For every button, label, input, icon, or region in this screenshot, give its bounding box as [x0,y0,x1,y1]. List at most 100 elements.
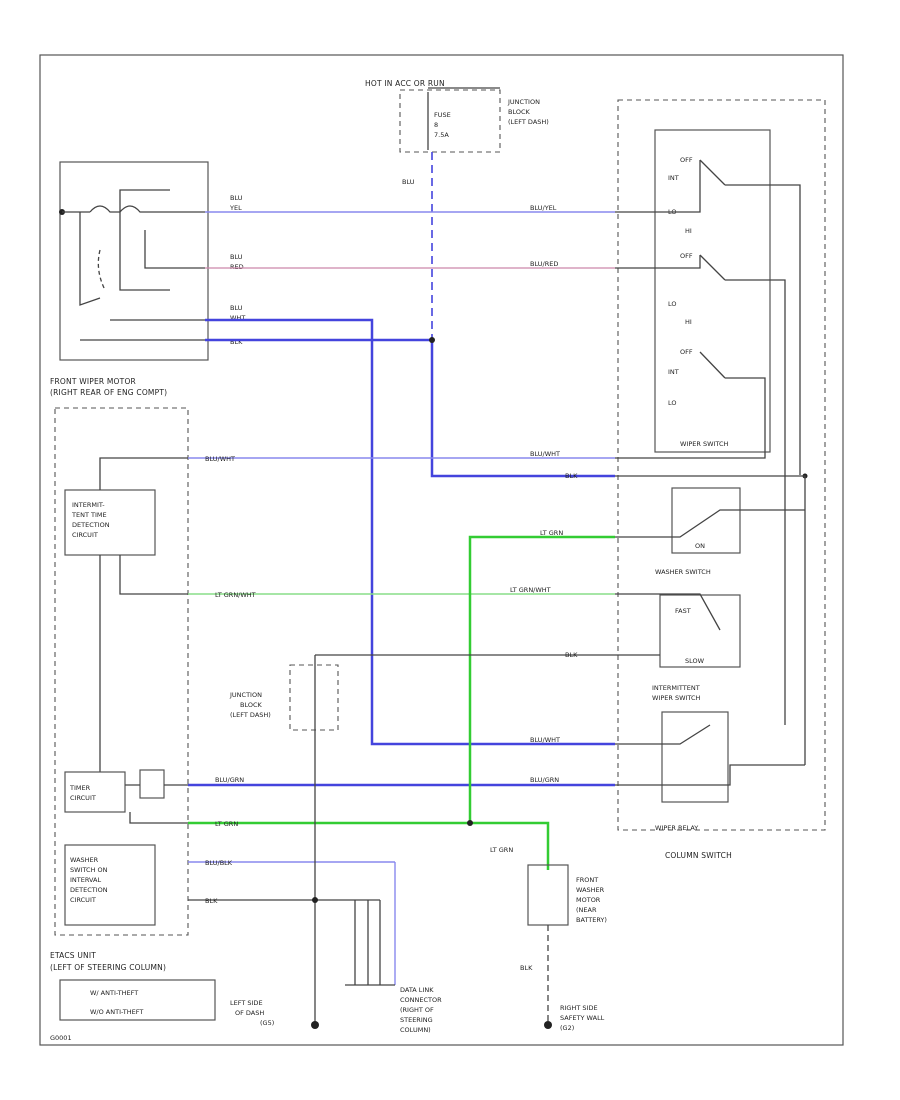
motor-wire-2: YEL [229,204,242,212]
etacs-label-1: ETACS UNIT [50,951,96,960]
jb-top-line3: (LEFT DASH) [508,118,549,126]
wire-blu-wht-right-label: BLU/WHT [530,450,560,458]
pos-int-1: INT [668,174,679,182]
washer-motor-wire: LT GRN [490,846,513,854]
dlc-5: COLUMN) [400,1026,431,1034]
wire-blk-mid-label: BLK [565,651,578,659]
wire-blu-grn-label: BLU/GRN [215,776,244,784]
motor-wire-6: WHT [230,314,245,322]
ground-right-3: (G2) [560,1024,574,1032]
int-sw-label-2: WIPER SWITCH [652,694,701,702]
column-switch-box [617,99,826,831]
dlc-1: DATA LINK [400,986,434,994]
pos-off-1: OFF [680,156,693,164]
ground-left-2: OF DASH [235,1009,264,1017]
fuse-num: 8 [434,121,438,129]
motor-wire-3: BLU [230,253,243,261]
ground-right-2: SAFETY WALL [560,1014,605,1022]
jb-mid-2: BLOCK [240,701,263,709]
wire-blu-wht-lower-label: BLU/WHT [530,736,560,744]
wire-blu-grn-label-r: BLU/GRN [530,776,559,784]
wire-blu-wht-main [205,318,615,746]
wire-lt-grn-label-r: LT GRN [540,529,563,537]
junction-block-top [399,89,501,153]
etacs-wires-2 [125,784,188,824]
motor-wire-1: BLU [230,194,243,202]
pos-hi-2: HI [685,318,692,326]
wire-blu-blk-label: BLU/BLK [205,859,233,867]
wire-blu-main [205,338,615,478]
washer-switch-label: WASHER SWITCH [655,568,711,576]
wire-lt-grn-label: LT GRN [215,820,238,828]
wiper-relay-box [661,711,729,803]
wire-lt-grn-main [188,535,615,825]
wsh-circ-5: CIRCUIT [70,896,96,904]
footer-code: G0001 [50,1034,72,1042]
ground-left-3: (G5) [260,1019,274,1027]
wm-1: FRONT [576,876,598,884]
int-slow: SLOW [685,657,705,665]
wire-blk-etacs-label: BLK [205,897,218,905]
ground-left [311,1021,319,1029]
ground-right-1: RIGHT SIDE [560,1004,598,1012]
washer-blk: BLK [520,964,533,972]
fuse-amp: 7.5A [434,131,449,139]
wiper-switch-label: WIPER SWITCH [680,440,729,448]
wire-etacs-blu-wht-label: BLU/WHT [205,455,235,463]
motor-internal-2 [119,212,205,291]
int-circ-4: CIRCUIT [72,531,98,539]
pos-lo-2: LO [668,300,677,308]
wm-4: (NEAR [576,906,597,914]
timer-circuit-box [64,771,126,813]
wsh-circ-4: DETECTION [70,886,108,894]
splice-1 [429,337,435,343]
motor-label-1: FRONT WIPER MOTOR [50,377,136,386]
wm-5: BATTERY) [576,916,607,924]
column-switch-label: COLUMN SWITCH [665,851,732,860]
pos-int-3: INT [668,368,679,376]
dlc-3: (RIGHT OF [400,1006,434,1014]
motor-wire-7: BLK [230,338,243,346]
diagram-frame [39,54,844,1046]
jb-top-line1: JUNCTION [507,98,540,106]
intermittent-circuit-box [64,489,156,556]
wire-blu-yel-label: BLU/YEL [530,204,557,212]
jb-mid-1: JUNCTION [229,691,262,699]
washer-motor-box [527,864,569,926]
jb-top-line2: BLOCK [508,108,531,116]
wire-blk-mid [314,654,615,1025]
motor-wire-4: RED [230,263,244,271]
ground-right [544,1021,552,1029]
wire-blk-right-label: BLK [565,472,578,480]
legend-2: W/O ANTI-THEFT [90,1008,143,1016]
wire-lt-grn-motor [470,821,550,870]
int-circ-3: DETECTION [72,521,110,529]
pos-hi-1: HI [685,227,692,235]
wire-lt-grn-wht-label-r: LT GRN/WHT [510,586,551,594]
wiper-switch-feed [615,160,701,269]
top-wire-color: BLU [402,178,415,186]
dlc-2: CONNECTOR [400,996,442,1004]
wsh-circ-1: WASHER [70,856,99,864]
washer-circuit-box [64,844,156,926]
pos-off-2: OFF [680,252,693,260]
splice-2 [467,820,473,826]
washer-switch-contacts [615,509,805,538]
wm-2: WASHER [576,886,605,894]
int-circ-2: TENT TIME [71,511,107,519]
wiper-relay-label: WIPER RELAY [655,824,698,832]
legend-box [59,979,216,1021]
motor-wire-5: BLU [230,304,243,312]
etacs-box [54,407,189,936]
ground-left-1: LEFT SIDE [230,999,263,1007]
front-wiper-motor-box [59,161,209,361]
pos-lo-3: LO [668,399,677,407]
wsh-circ-2: SWITCH ON [70,866,108,874]
wm-3: MOTOR [576,896,601,904]
hot-label: HOT IN ACC OR RUN [365,79,445,88]
timer-1: TIMER [69,784,91,792]
wiper-switch-box [654,129,771,453]
motor-internal-1 [62,189,205,213]
fuse-label: FUSE [434,111,451,119]
